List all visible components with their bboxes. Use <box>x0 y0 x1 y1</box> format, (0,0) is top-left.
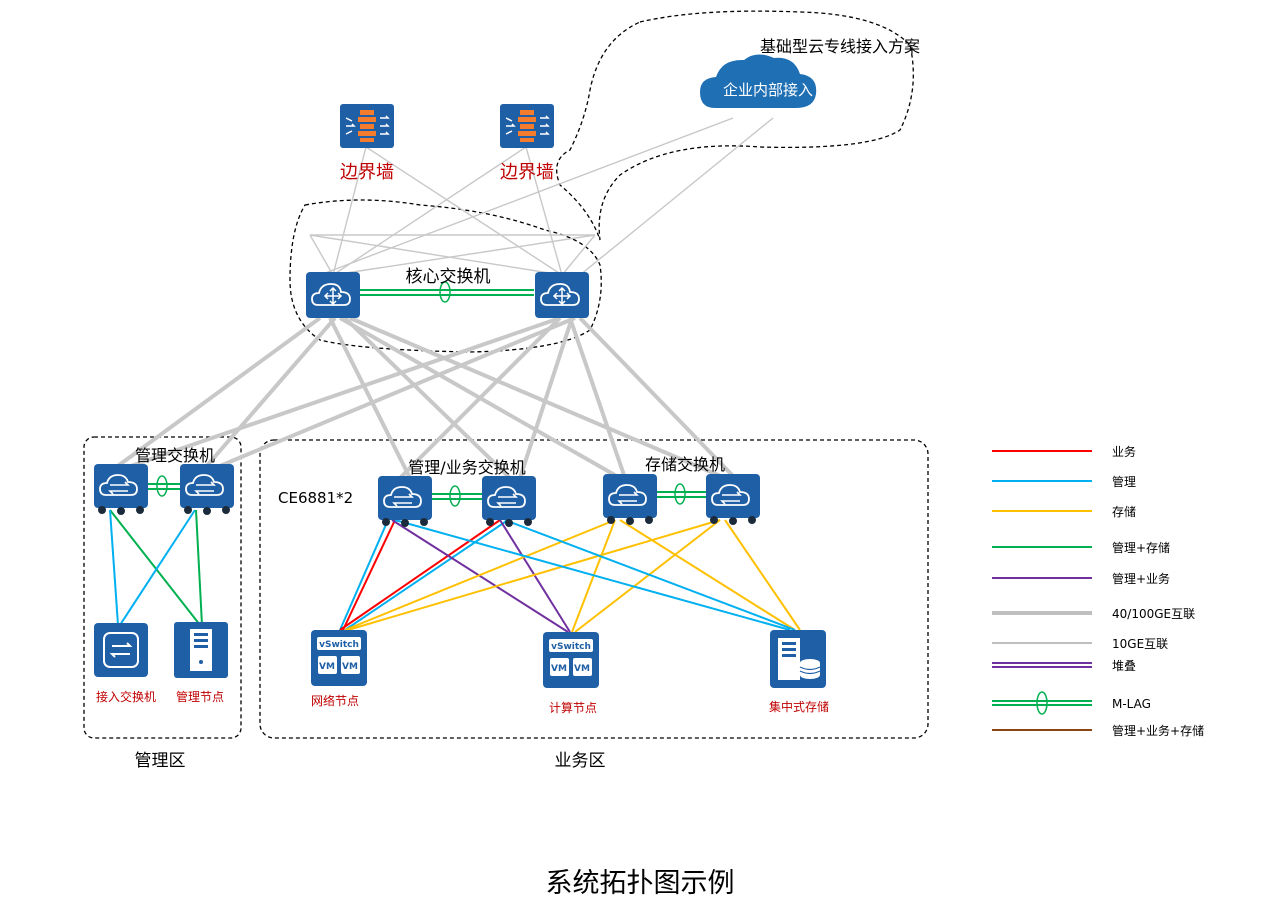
storage-switch-label: 存储交换机 <box>645 455 725 474</box>
svc-mlag <box>432 485 482 507</box>
service-zone-boundary <box>259 439 929 739</box>
cloud-solution-label: 基础型云专线接入方案 <box>760 37 920 56</box>
zone-mgmt-label: 管理区 <box>135 751 186 771</box>
cloud-solution-boundary <box>556 10 914 241</box>
legend-label: 管理 <box>1112 474 1136 489</box>
firewall-icon <box>339 103 395 149</box>
zone-service-label: 业务区 <box>555 751 606 771</box>
core-label: 核心交换机 <box>406 267 491 287</box>
firewall-icon <box>499 103 555 149</box>
network-node-label: 网络节点 <box>311 693 359 708</box>
storage-switch-icon <box>602 473 658 526</box>
legend-label: 业务 <box>1112 444 1136 459</box>
core-switch-icon <box>534 271 590 319</box>
svc-switch-label: 管理/业务交换机 <box>408 458 525 477</box>
cloud-icon <box>700 54 817 108</box>
storage-switch-icon <box>705 473 761 526</box>
links-10ge <box>309 117 774 276</box>
links-40-100ge <box>113 316 737 480</box>
mgmt-switch-label: 管理交换机 <box>135 446 215 465</box>
diagram-caption: 系统拓扑图示例 <box>546 868 735 899</box>
mgmt-switch-icon <box>179 463 235 516</box>
central-storage-icon <box>769 629 827 689</box>
compute-node-icon <box>543 632 599 688</box>
legend-label: 10GE互联 <box>1112 637 1168 651</box>
legend-swatch <box>1036 691 1048 715</box>
access-switch-icon <box>93 622 149 678</box>
legend-label: 管理+业务+存储 <box>1112 723 1204 738</box>
mgmt-node-icon <box>174 622 228 678</box>
vm-label: VM <box>551 664 567 674</box>
core-mlag <box>358 281 534 303</box>
service-zone-links <box>339 519 801 633</box>
mgmt-zone-boundary <box>83 436 242 739</box>
svc-switch-icon <box>377 475 433 528</box>
core-switch-icon <box>305 271 361 319</box>
mgmt-zone-links <box>109 509 203 626</box>
mgmt-node-label: 管理节点 <box>176 689 224 704</box>
mgmt-switch-icon <box>93 463 149 516</box>
firewall-label: 边界墙 <box>340 162 394 183</box>
legend-label: M-LAG <box>1112 697 1151 711</box>
vswitch-label: vSwitch <box>319 640 359 650</box>
access-switch-label: 接入交换机 <box>96 689 156 704</box>
network-node-icon <box>311 630 367 686</box>
firewall-label: 边界墙 <box>500 162 554 183</box>
mgmt-mlag <box>148 475 182 497</box>
legend-label: 40/100GE互联 <box>1112 607 1195 621</box>
vm-label: VM <box>342 662 358 672</box>
vm-label: VM <box>574 664 590 674</box>
storage-mlag <box>656 483 706 505</box>
central-storage-label: 集中式存储 <box>769 699 829 714</box>
legend-label: 存储 <box>1112 504 1136 519</box>
vswitch-label: vSwitch <box>551 642 591 652</box>
model-label: CE6881*2 <box>278 489 353 507</box>
compute-node-label: 计算节点 <box>549 700 597 715</box>
vm-label: VM <box>319 662 335 672</box>
svc-switch-icon <box>481 475 537 528</box>
cloud-label: 企业内部接入 <box>723 81 813 99</box>
legend-label: 管理+存储 <box>1112 540 1170 555</box>
legend-label: 管理+业务 <box>1112 571 1170 586</box>
legend-label: 堆叠 <box>1112 659 1136 673</box>
